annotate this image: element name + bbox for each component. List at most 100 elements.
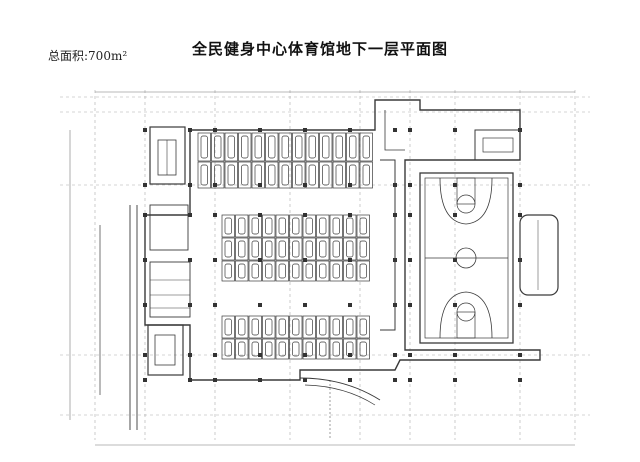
column: [258, 183, 262, 187]
column: [518, 303, 522, 307]
column: [348, 353, 352, 357]
column: [303, 183, 307, 187]
car-symbol: [224, 240, 232, 258]
right-equipment-room: [519, 214, 559, 296]
column: [258, 128, 262, 132]
parking-stall: [238, 132, 252, 162]
parking-stall: [262, 214, 276, 238]
car-symbol: [295, 135, 303, 159]
basketball-court: [419, 172, 514, 344]
parking-stall: [319, 132, 333, 162]
column: [143, 213, 147, 217]
car-symbol: [319, 318, 327, 336]
column: [188, 258, 192, 262]
car-symbol: [332, 217, 340, 235]
column: [303, 213, 307, 217]
parking-stall: [197, 132, 211, 162]
parking-stall: [251, 161, 265, 189]
column: [258, 213, 262, 217]
parking-stall: [332, 161, 346, 189]
car-symbol: [346, 318, 354, 336]
column: [303, 303, 307, 307]
column: [408, 303, 412, 307]
column: [258, 258, 262, 262]
parking-stall: [292, 132, 306, 162]
parking-stall: [262, 260, 276, 282]
parking-stall: [224, 161, 238, 189]
car-symbol: [359, 240, 367, 258]
car-symbol: [281, 164, 289, 186]
parking-stall: [262, 315, 276, 339]
car-symbol: [278, 217, 286, 235]
column: [453, 183, 457, 187]
car-symbol: [278, 341, 286, 357]
room-left-2: [149, 261, 191, 318]
column: [393, 378, 397, 382]
parking-stall: [221, 315, 235, 339]
parking-stall: [275, 338, 289, 360]
stair-core-upper-left: [149, 126, 186, 185]
column: [303, 378, 307, 382]
car-symbol: [349, 135, 357, 159]
car-symbol: [335, 135, 343, 159]
column: [188, 213, 192, 217]
parking-stall: [265, 161, 279, 189]
column: [143, 378, 147, 382]
column: [143, 128, 147, 132]
car-symbol: [238, 318, 246, 336]
column: [453, 128, 457, 132]
parking-stall: [238, 161, 252, 189]
car-symbol: [322, 135, 330, 159]
car-symbol: [292, 341, 300, 357]
parking-stall: [346, 132, 360, 162]
parking-stall: [329, 260, 343, 282]
column: [303, 353, 307, 357]
parking-stalls: [197, 132, 373, 360]
car-symbol: [292, 263, 300, 279]
parking-stall: [316, 315, 330, 339]
column: [303, 258, 307, 262]
column: [453, 303, 457, 307]
parking-stall: [343, 338, 357, 360]
car-symbol: [265, 341, 273, 357]
total-area-unit: m²: [110, 49, 128, 63]
parking-stall: [329, 214, 343, 238]
parking-stall: [248, 338, 262, 360]
car-symbol: [251, 240, 259, 258]
car-symbol: [227, 164, 235, 186]
car-symbol: [265, 217, 273, 235]
car-symbol: [362, 135, 370, 159]
car-symbol: [322, 164, 330, 186]
column: [188, 183, 192, 187]
parking-stall: [221, 260, 235, 282]
column: [408, 183, 412, 187]
car-symbol: [281, 135, 289, 159]
parking-stall: [251, 132, 265, 162]
parking-stall: [329, 315, 343, 339]
car-symbol: [278, 318, 286, 336]
column: [348, 378, 352, 382]
car-symbol: [238, 217, 246, 235]
column: [348, 258, 352, 262]
car-symbol: [359, 263, 367, 279]
parking-stall: [346, 161, 360, 189]
entrance-curve: [299, 377, 381, 401]
car-symbol: [251, 263, 259, 279]
column: [408, 378, 412, 382]
parking-stall: [197, 161, 211, 189]
column: [258, 303, 262, 307]
parking-stall: [289, 260, 303, 282]
parking-stall: [305, 132, 319, 162]
column: [393, 128, 397, 132]
parking-stall: [235, 338, 249, 360]
car-symbol: [251, 318, 259, 336]
column: [258, 353, 262, 357]
parking-stall: [316, 260, 330, 282]
car-symbol: [224, 217, 232, 235]
upper-right-room: [474, 129, 521, 161]
parking-stall: [235, 260, 249, 282]
parking-stall: [359, 132, 373, 162]
parking-stall: [289, 315, 303, 339]
parking-stall: [265, 132, 279, 162]
